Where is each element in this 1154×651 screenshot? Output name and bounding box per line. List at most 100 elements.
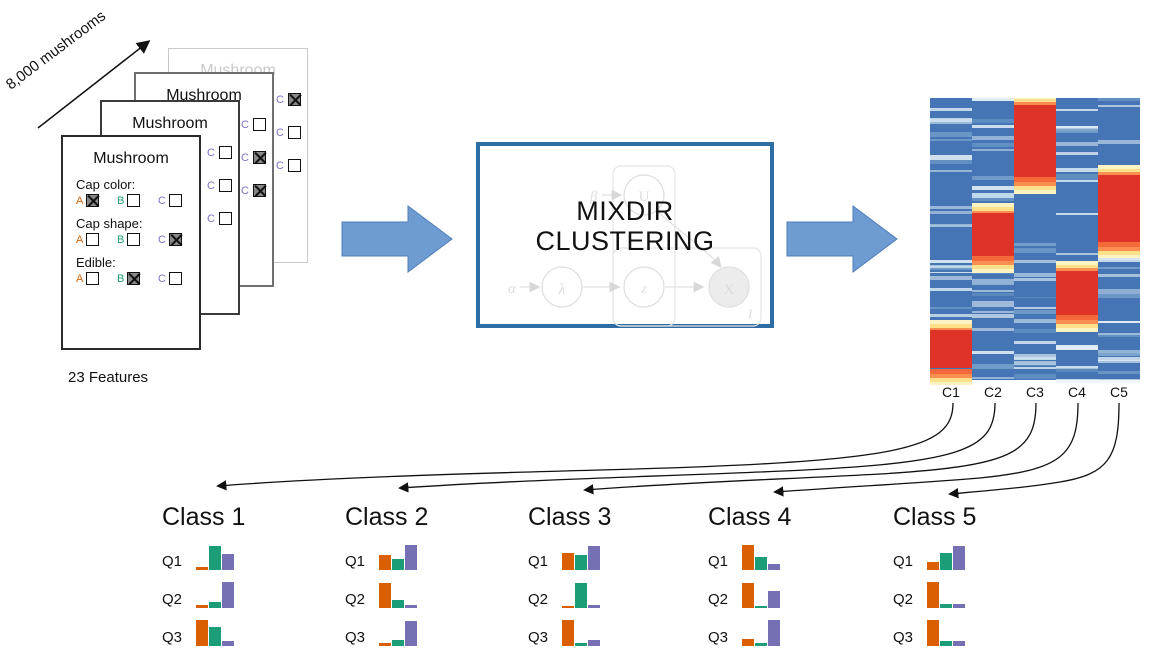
checkbox-checked-icon[interactable] [127,272,141,285]
option-c[interactable]: C [158,272,199,285]
mini-bar-chart [742,580,784,608]
option-a[interactable]: A [76,233,117,246]
model-title-line-2: CLUSTERING [535,226,715,257]
heatmap-cluster-block [930,368,972,374]
heatmap-cluster-block [1014,104,1056,177]
mini-bar-c [588,605,600,608]
heatmap-streak [1014,296,1056,299]
heatmap-cluster-block [930,320,972,325]
heatmap-streak [930,132,972,137]
mini-bar-a [196,620,208,646]
question-row: Q1 [708,540,791,570]
checkbox-checked-icon[interactable] [86,194,100,207]
heatmap-streak [972,279,1014,285]
option-a[interactable]: A [76,272,117,285]
heatmap-streak [1014,259,1056,264]
checkbox-icon[interactable] [168,272,182,285]
heatmap-tick-c5: C5 [1110,384,1128,400]
arrow-model-to-heatmap [786,205,898,273]
heatmap-streak [972,313,1014,318]
heatmap-streak [1056,152,1098,156]
heatmap-cluster-block [972,268,1014,273]
checkbox-checked-icon[interactable] [168,233,182,246]
mini-bar-b [575,642,587,646]
arrow-cards-to-model [341,205,453,273]
mini-bar-c [405,544,417,570]
heatmap-streak [930,307,972,309]
mini-bar-a [562,620,574,646]
heatmap-streak [972,301,1014,307]
heatmap-streak [1098,273,1140,278]
heatmap-streak [930,210,972,215]
checkbox-icon[interactable] [86,272,100,285]
heatmap-column-c3 [1014,98,1056,380]
checkbox-icon[interactable] [127,194,141,207]
heatmap-streak [1014,307,1056,310]
heatmap-streak [930,265,972,268]
heatmap-cluster-block [972,207,1014,213]
heatmap-cluster-block [972,264,1014,270]
heatmap-streak [1098,371,1140,375]
heatmap-streak [930,118,972,123]
question-label: Q2 [893,591,914,608]
option-a[interactable]: A [76,194,117,207]
heatmap-streak [1056,141,1098,146]
option-b[interactable]: B [117,233,158,246]
option-b[interactable]: B [117,194,158,207]
question-row: Q3 [345,616,428,646]
heatmap-streak [1056,167,1098,172]
option-letter: B [117,233,125,246]
question-label: Q3 [345,629,366,646]
option-c[interactable]: C [158,233,199,246]
heatmap-streak [1014,277,1056,282]
question-row: Q3 [528,616,611,646]
mini-bar-c [588,639,600,646]
mini-bar-a [379,582,391,608]
checkbox-icon[interactable] [127,233,141,246]
heatmap-streak [1056,174,1098,180]
question-row: Q1 [162,540,245,570]
mini-bar-b [940,640,952,646]
heatmap-streak [1014,340,1056,344]
heatmap-cluster-block [930,327,972,332]
checkbox-icon[interactable] [86,233,100,246]
heatmap-streak [930,169,972,173]
mini-bar-chart [196,580,238,608]
heatmap-cluster-block [1056,268,1098,273]
mini-bar-chart [562,580,604,608]
heatmap-streak [972,193,1014,198]
heatmap-cluster-block [1098,172,1140,177]
heatmap-cluster-block [930,373,972,378]
heatmap-streak [1056,213,1098,215]
mini-bar-chart [927,618,969,646]
card-title: Mushroom [132,115,208,132]
heatmap-streak [972,185,1014,191]
heatmap-column-c5 [1098,98,1140,384]
heatmap-streak [1014,242,1056,247]
option-letter: A [76,233,84,246]
question-row: Q1 [345,540,428,570]
option-b[interactable]: B [117,272,158,285]
heatmap-streak [972,311,1014,314]
heatmap-column-c1 [930,98,972,386]
option-c[interactable]: C [158,194,199,207]
features-caption: 23 Features [68,369,149,386]
mini-bar-chart [742,618,784,646]
arrow-c5-to-class5 [948,402,1120,499]
heatmap-streak [1098,105,1140,107]
dataset-size-label: 8,000 mushrooms [2,7,110,94]
question-row: Q3 [162,616,245,646]
mini-bar-chart [379,542,421,570]
heatmap-cluster-block [1014,176,1056,183]
heatmap-streak [1098,332,1140,337]
heatmap-streak [972,292,1014,296]
heatmap-streak [1098,356,1140,361]
heatmap-cluster-block [1056,315,1098,321]
checkbox-icon[interactable] [168,194,182,207]
mini-bar-c [405,621,417,646]
heatmap-tick-c1: C1 [942,384,960,400]
svg-text:λ: λ [558,281,566,298]
